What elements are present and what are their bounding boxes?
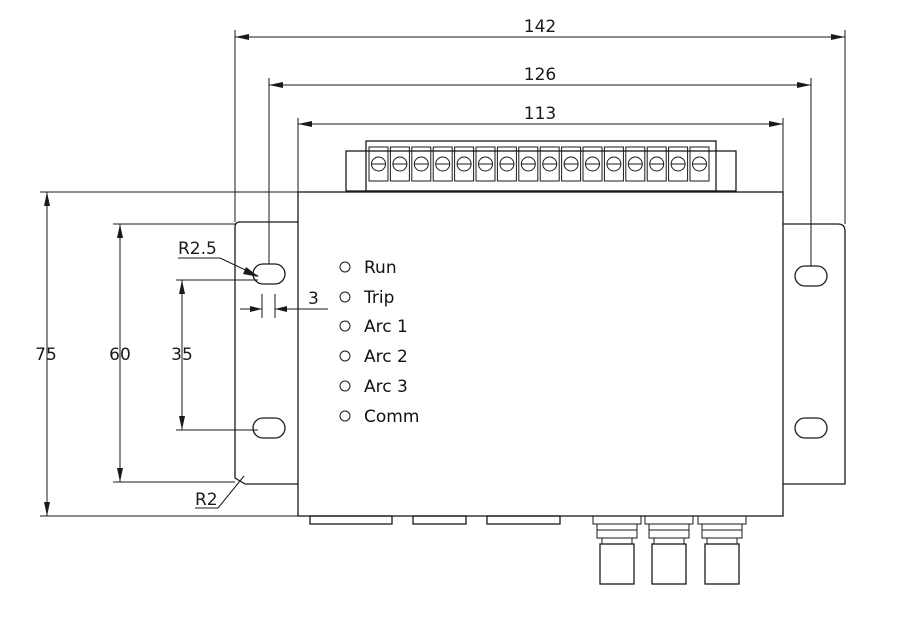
terminal-screw	[603, 146, 624, 182]
terminal-screw	[496, 146, 517, 182]
arrow	[769, 121, 783, 127]
terminal-screw	[646, 146, 667, 182]
led-indicator	[339, 320, 351, 332]
terminal-screw	[368, 146, 389, 182]
arrow	[179, 416, 185, 430]
terminal-block-body	[365, 140, 717, 192]
led-label-trip: Trip	[363, 288, 394, 308]
fiber-connectors	[592, 515, 747, 585]
terminal-block	[345, 140, 737, 192]
dimension-label-126: 126	[524, 65, 556, 85]
terminal-screw	[432, 146, 453, 182]
bottom-connectors	[309, 515, 561, 525]
led-indicator	[339, 291, 351, 303]
arrow	[117, 224, 123, 238]
led-label-run: Run	[364, 258, 397, 278]
led-label-comm: Comm	[364, 407, 419, 427]
led-label-arc-1: Arc 1	[364, 317, 408, 337]
terminal-screw	[539, 146, 560, 182]
left-mounting-flange	[234, 221, 298, 485]
led-indicator	[339, 261, 351, 273]
arrow	[250, 306, 262, 312]
dimension-label-3: 3	[308, 289, 319, 309]
bottom-port-1	[309, 515, 393, 525]
fiber-connector	[644, 515, 694, 585]
terminal-screw	[454, 146, 475, 182]
arrow	[275, 306, 287, 312]
terminal-screw	[411, 146, 432, 182]
arrow	[243, 267, 259, 277]
mounting-slot-bottom-left	[252, 417, 286, 439]
arrow	[44, 192, 50, 206]
fiber-connector	[697, 515, 747, 585]
terminal-screw	[668, 146, 689, 182]
dimension-label-60: 60	[109, 345, 131, 365]
terminal-screw	[582, 146, 603, 182]
arrow	[269, 82, 283, 88]
dimension-label-r25: R2.5	[178, 239, 217, 259]
led-indicators: Run Trip Arc 1 Arc 2 Arc 3 Comm	[339, 258, 419, 427]
arrow	[179, 280, 185, 294]
dimension-lines	[40, 30, 846, 517]
terminal-screw	[689, 146, 710, 182]
dimension-label-75: 75	[35, 345, 57, 365]
bottom-port-2	[412, 515, 467, 525]
led-label-arc-3: Arc 3	[364, 377, 408, 397]
terminal-screw	[389, 146, 410, 182]
fiber-connector	[592, 515, 642, 585]
arrow	[44, 502, 50, 516]
arrow	[235, 34, 249, 40]
bottom-port-3	[486, 515, 561, 525]
mounting-slot-top-left	[252, 263, 286, 285]
terminal-screw	[625, 146, 646, 182]
right-mounting-flange	[783, 223, 846, 485]
led-indicator	[339, 350, 351, 362]
mounting-slot-top-right	[794, 265, 828, 287]
dimension-label-35: 35	[171, 345, 193, 365]
led-label-arc-2: Arc 2	[364, 347, 408, 367]
dimension-label-r2: R2	[195, 490, 218, 510]
dimension-label-113: 113	[524, 104, 556, 124]
terminal-screw	[475, 146, 496, 182]
mounting-slot-bottom-right	[794, 417, 828, 439]
arrow	[117, 468, 123, 482]
leader-r2	[217, 475, 245, 509]
terminal-screw	[518, 146, 539, 182]
led-indicator	[339, 380, 351, 392]
arrow	[797, 82, 811, 88]
dimension-label-142: 142	[524, 17, 556, 37]
terminal-screw	[561, 146, 582, 182]
arrow	[298, 121, 312, 127]
led-indicator	[339, 410, 351, 422]
arrow	[831, 34, 845, 40]
